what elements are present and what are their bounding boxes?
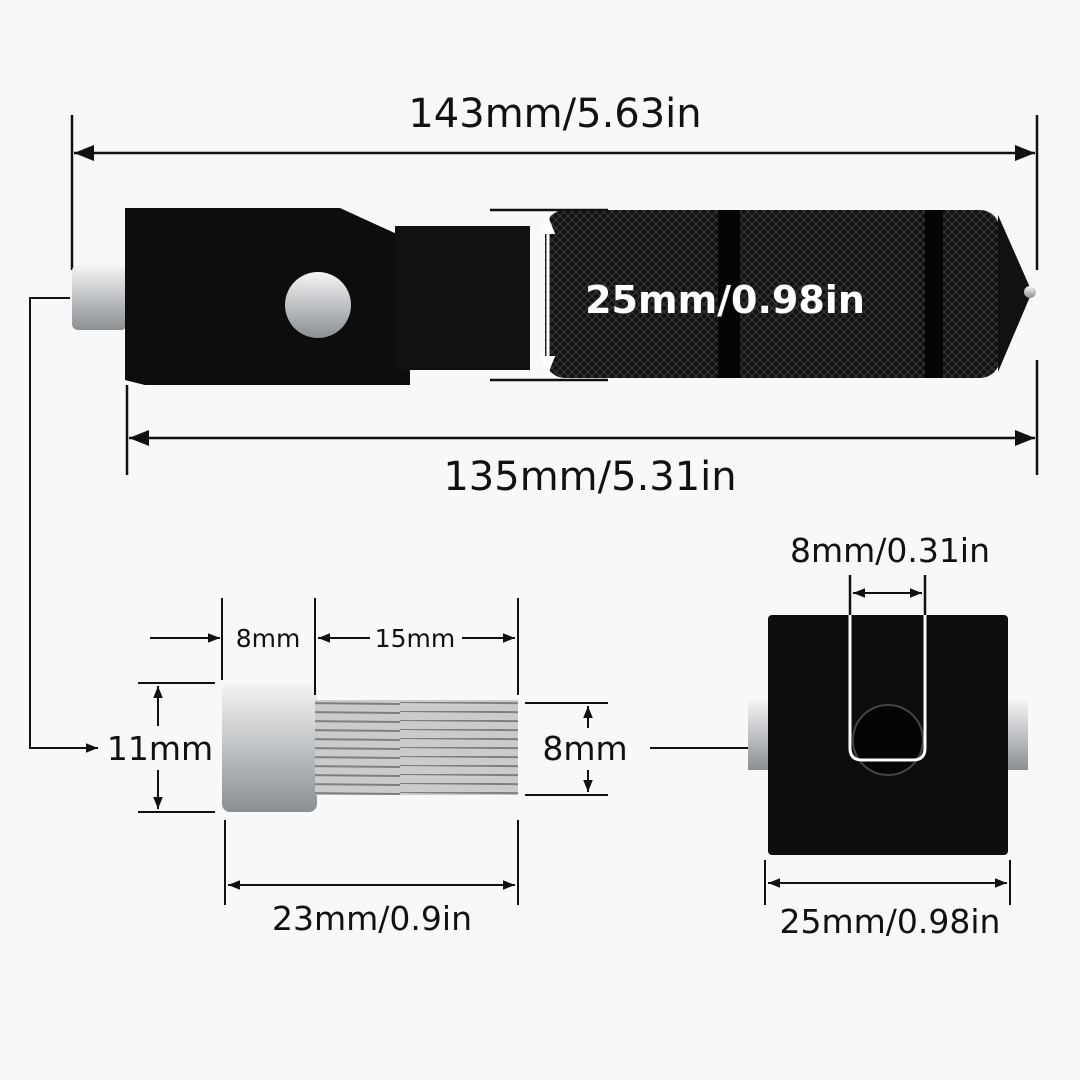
grip-tip: [998, 215, 1032, 372]
bolt-thread-length-label: 15mm: [375, 624, 456, 653]
block-width-label: 25mm/0.98in: [780, 902, 1001, 941]
slot-width-label: 8mm/0.31in: [790, 531, 990, 570]
bolt-head: [222, 683, 317, 812]
body-length-dimension: 135mm/5.31in: [125, 360, 1039, 500]
knurled-grip: [545, 210, 1000, 378]
overall-length-dimension: 143mm/5.63in: [70, 91, 1039, 270]
connector-arrow: [29, 297, 98, 753]
peg-bracket: [125, 208, 410, 385]
mount-block: 8mm/0.31in 25mm/0.98in: [748, 531, 1028, 941]
body-length-label: 135mm/5.31in: [443, 454, 736, 500]
pivot-pin: [285, 272, 351, 338]
bolt-thread-diameter-label: 8mm: [542, 729, 627, 768]
bolt-head-length-label: 8mm: [236, 624, 301, 653]
grip-diameter-label: 25mm/0.98in: [585, 278, 865, 322]
bolt: 8mm 15mm 11mm 8mm 23mm/0.9in: [107, 598, 628, 938]
foot-peg: 25mm/0.98in: [72, 208, 1036, 385]
overall-length-label: 143mm/5.63in: [408, 91, 701, 137]
bolt-total-length-label: 23mm/0.9in: [272, 899, 472, 938]
bolt-thread: [315, 700, 518, 795]
block-hole: [852, 704, 924, 776]
peg-shaft: [395, 226, 530, 370]
peg-pin: [72, 265, 127, 330]
bolt-head-diameter-label: 11mm: [107, 729, 213, 768]
